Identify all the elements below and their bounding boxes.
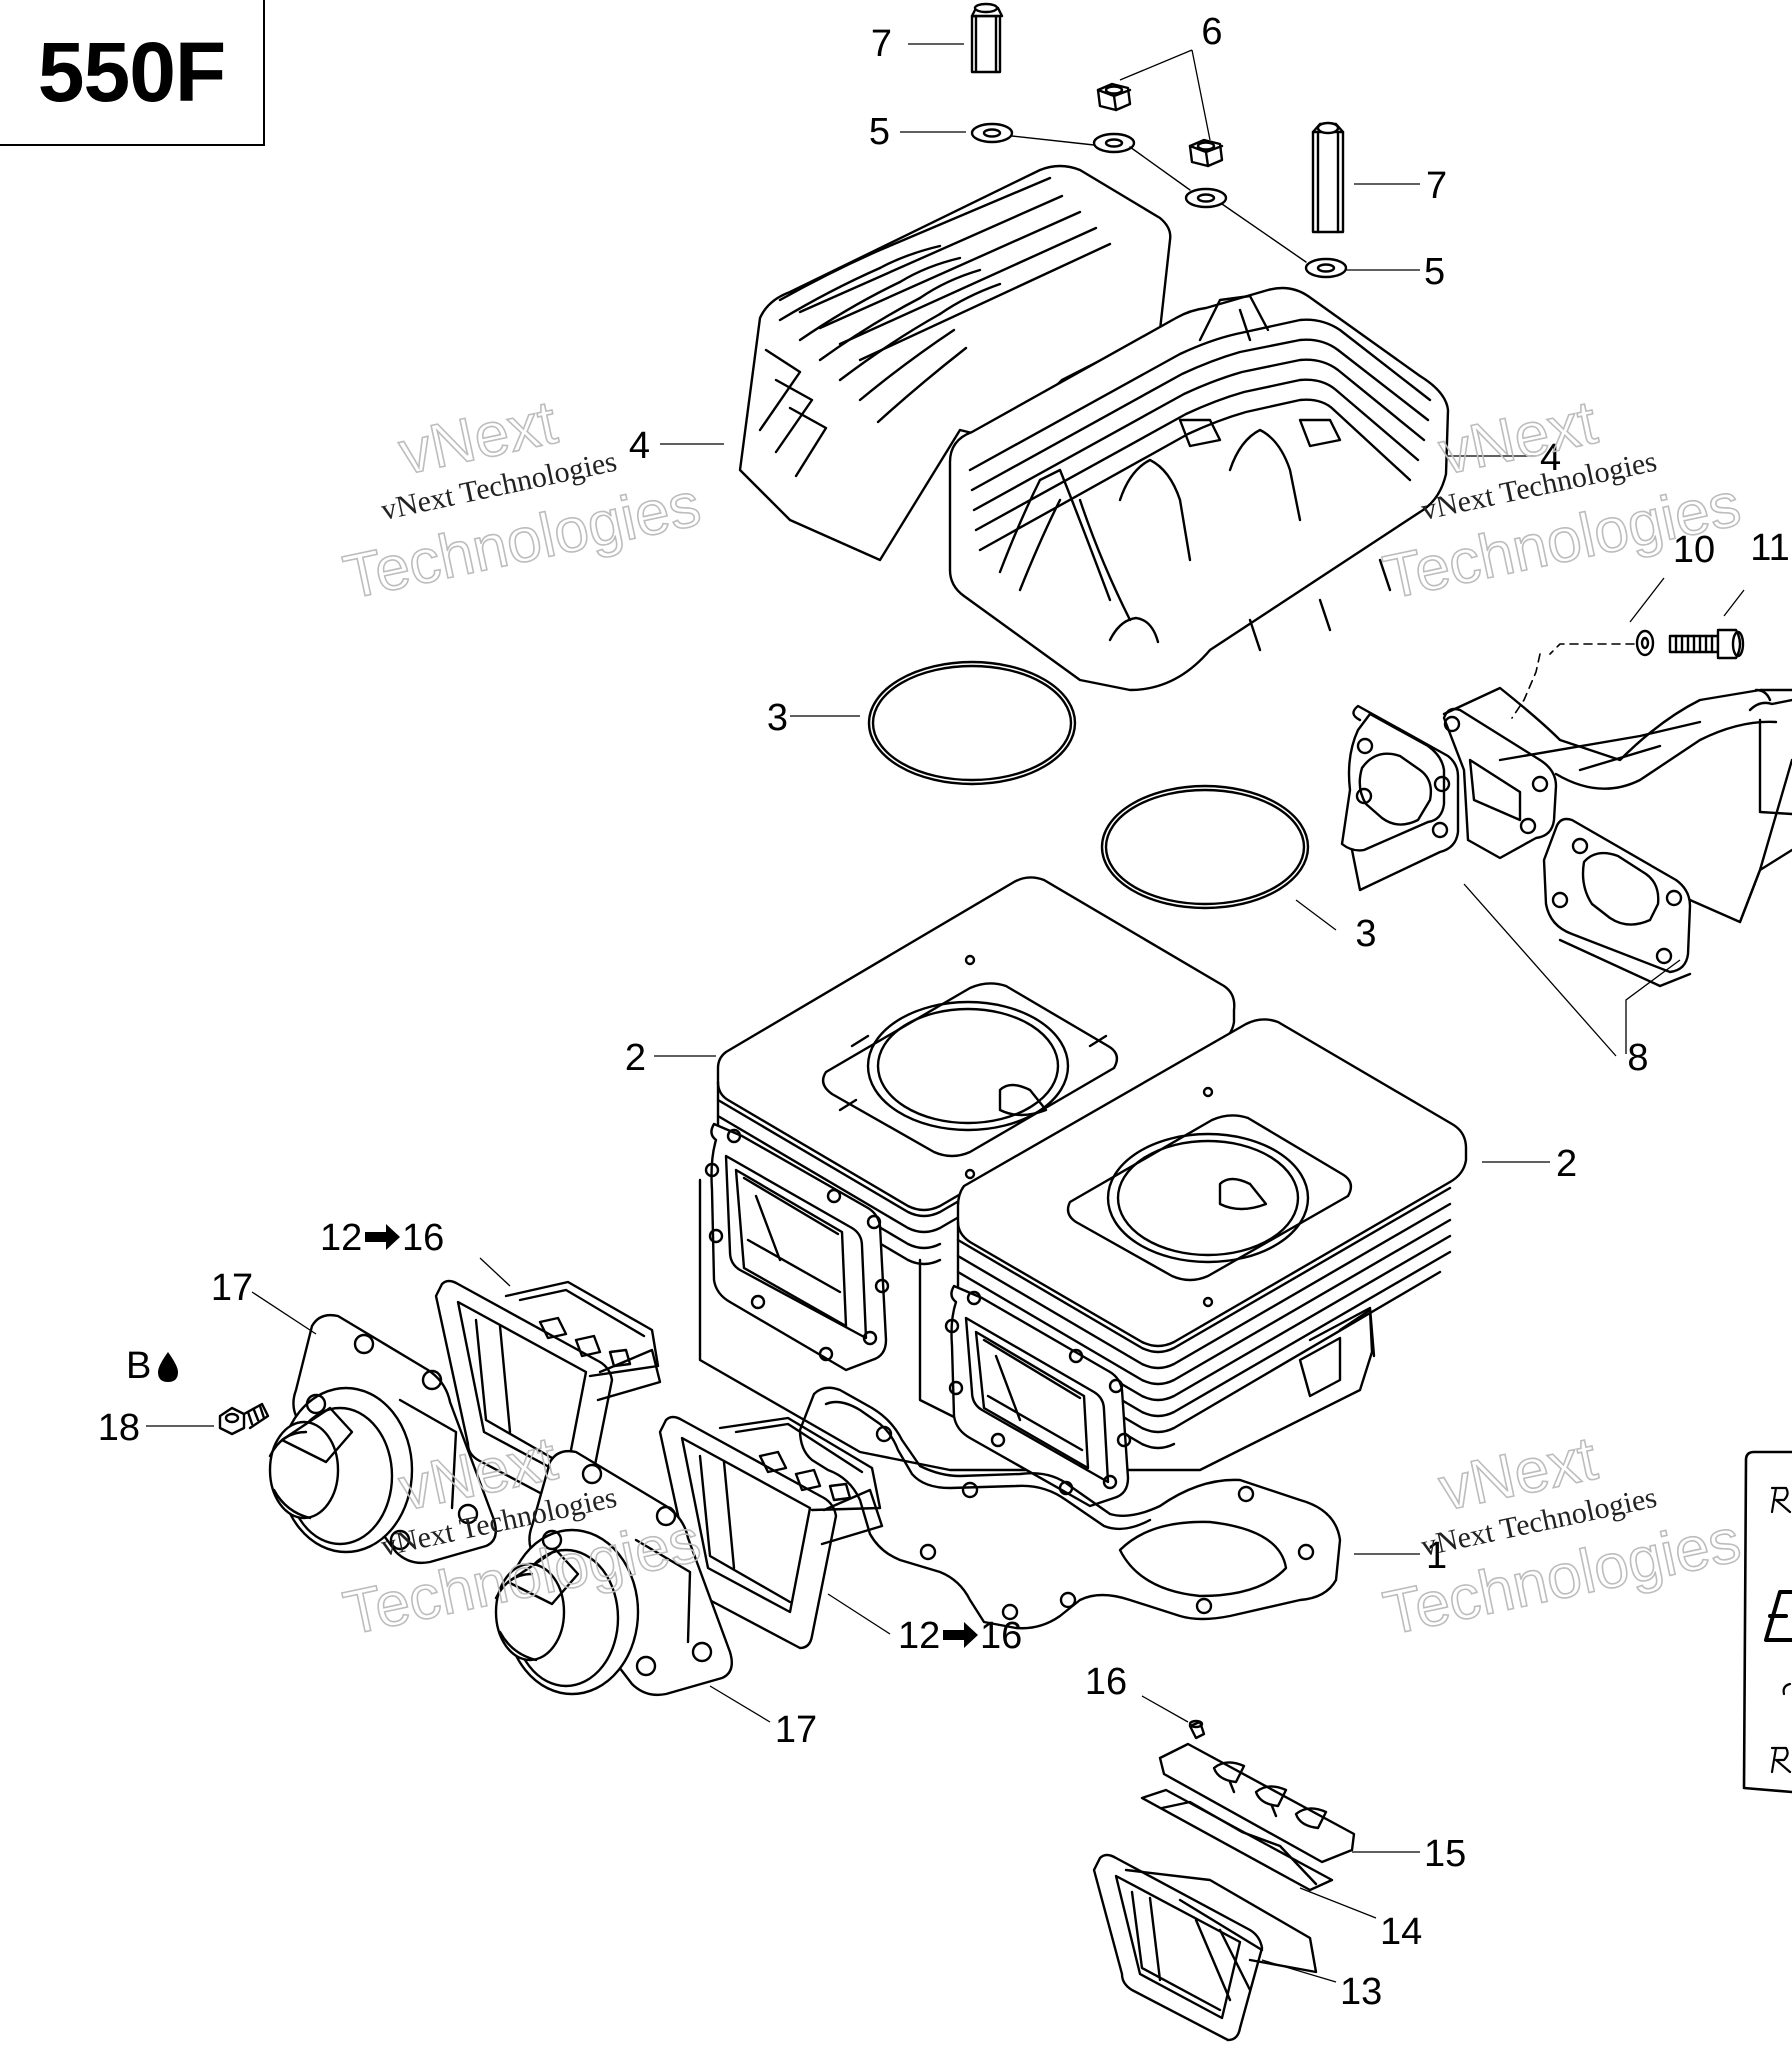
reed-petal [1140, 1788, 1334, 1892]
callout-5-top: 5 [869, 111, 890, 153]
callout-12-lower-start: 12 [898, 1615, 940, 1657]
washer-3 [1184, 187, 1228, 209]
nut-left [1096, 82, 1132, 112]
callout-b: B [126, 1345, 151, 1387]
callout-6: 6 [1201, 11, 1222, 53]
decal-panel [1742, 1450, 1792, 1794]
callout-labels: 7 5 6 7 5 4 4 10 11 3 3 8 2 2 12 16 12 1… [98, 11, 1790, 2013]
model-title-box: 550F [0, 0, 265, 146]
callout-16-upper-end: 16 [402, 1217, 444, 1259]
callout-5-right: 5 [1424, 251, 1445, 293]
callout-4-right: 4 [1540, 437, 1561, 479]
callout-11: 11 [1750, 527, 1789, 569]
intake-port-rear [704, 1122, 890, 1372]
callout-8: 8 [1627, 1037, 1648, 1079]
callout-1: 1 [1426, 1535, 1447, 1577]
o-ring-lower [1100, 784, 1310, 910]
callout-15: 15 [1424, 1833, 1466, 1875]
reed-cage [1092, 1853, 1318, 2042]
oil-drop-icon [158, 1352, 178, 1382]
callout-17-lower: 17 [775, 1709, 817, 1751]
leader-lines [146, 43, 1745, 1983]
callout-2-right: 2 [1556, 1143, 1577, 1185]
callout-16-lower-end: 16 [980, 1615, 1022, 1657]
callout-7-right: 7 [1426, 165, 1447, 207]
standoff-left [970, 2, 1004, 74]
callout-12-16-upper: 12 16 [320, 1217, 444, 1259]
hex-bolt [218, 1402, 270, 1436]
standoff-right [1311, 121, 1345, 234]
intake-manifold-1 [268, 1313, 497, 1565]
nut-right [1188, 138, 1224, 168]
exhaust-gasket-1 [1340, 704, 1460, 892]
lock-washer [1635, 629, 1655, 657]
callout-16: 16 [1085, 1661, 1127, 1703]
reed-screw [1188, 1719, 1206, 1740]
allen-screw [1668, 628, 1745, 660]
exhaust-gasket-3 [1542, 817, 1692, 974]
callout-2-left: 2 [625, 1037, 646, 1079]
o-ring-upper [867, 660, 1077, 786]
reed-stopper [1158, 1742, 1356, 1864]
model-title: 550F [37, 24, 226, 119]
intake-manifold-2 [494, 1449, 733, 1697]
washer-1 [970, 122, 1014, 144]
callout-18: 18 [98, 1407, 140, 1449]
callout-12-upper-start: 12 [320, 1217, 362, 1259]
cylinder-front [956, 1018, 1468, 1450]
callout-17-upper: 17 [211, 1267, 253, 1309]
callout-3-lower: 3 [1355, 913, 1376, 955]
callout-4-left: 4 [629, 425, 650, 467]
watermark-top-left: vNext vNext Technologies Technologies [337, 387, 707, 613]
callout-10: 10 [1673, 529, 1715, 571]
exhaust-manifold [1442, 686, 1792, 988]
right-arrow-icon [365, 1224, 400, 1250]
callout-14: 14 [1380, 1911, 1422, 1953]
exhaust-gasket-2 [1442, 707, 1558, 860]
base-gasket [798, 1386, 1342, 1630]
cylinder-head-front [948, 286, 1450, 692]
right-arrow-icon [943, 1622, 978, 1648]
callout-3-left: 3 [767, 697, 788, 739]
washer-4 [1304, 257, 1348, 279]
callout-12-16-lower: 12 16 [898, 1615, 1022, 1657]
callout-13: 13 [1340, 1971, 1382, 2013]
callout-7-top: 7 [871, 23, 892, 65]
watermark-bottom-right: vNext vNext Technologies Technologies [1377, 1423, 1747, 1649]
washer-2 [1092, 132, 1136, 154]
lubricant-note: B [126, 1345, 178, 1387]
cylinder-head-rear [738, 164, 1172, 562]
